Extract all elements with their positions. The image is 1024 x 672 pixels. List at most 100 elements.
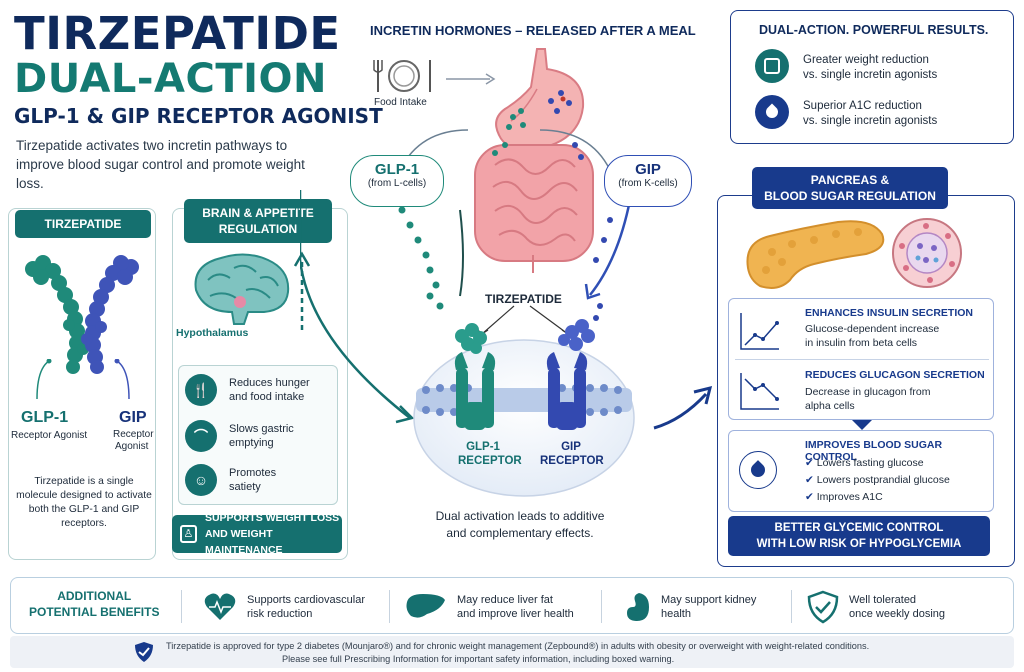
- benefit-item: Well tolerated once weekly dosing: [807, 578, 945, 635]
- hormone-paths: [300, 129, 632, 424]
- check-icon: ✔: [805, 457, 814, 469]
- blood-drop-icon: [739, 451, 777, 489]
- dual-action-results-box: DUAL-ACTION. POWERFUL RESULTS. Greater w…: [730, 10, 1014, 144]
- effect-text: emptying: [229, 437, 274, 449]
- plate-icon: [373, 60, 431, 92]
- effect-text: Slows gastric: [229, 423, 294, 435]
- digestive-tract-illustration: [474, 48, 594, 273]
- tirzepatide-header: TIRZEPATIDE: [15, 210, 151, 238]
- glycemic-line2: WITH LOW RISK OF HYPOGLYCEMIA: [756, 538, 962, 550]
- glucagon-line2: alpha cells: [805, 400, 855, 412]
- insulin-title: ENHANCES INSULIN SECRETION: [805, 307, 974, 319]
- effect-row: ☺ Promotes satiety: [185, 464, 276, 496]
- benefit-line1: Supports cardiovascular: [247, 593, 366, 606]
- gip-hormone-badge: GIP (from K-cells): [604, 155, 692, 207]
- sub-title-2: GLP-1 & GIP RECEPTOR AGONIST: [14, 104, 383, 128]
- arrow-right-icon: [446, 73, 496, 85]
- liver-icon: [406, 593, 445, 618]
- gip-hormone-title: GIP: [635, 161, 661, 178]
- appetite-effects-box: 🍴 Reduces hunger and food intake ⌒ Slows…: [178, 365, 338, 505]
- control-item: ✔ Lowers postprandial glucose: [805, 472, 950, 489]
- stomach-icon: ⌒: [185, 420, 217, 452]
- arrow-to-pancreas-icon: [653, 385, 713, 430]
- glucagon-text: Decrease in glucagon from alpha cells: [805, 385, 930, 413]
- chart-down-icon: [740, 373, 779, 410]
- brain-icon: [194, 253, 290, 325]
- effect-text: Promotes: [229, 467, 277, 479]
- center-header: INCRETIN HORMONES – RELEASED AFTER A MEA…: [370, 23, 696, 38]
- check-icon: ✔: [805, 491, 814, 503]
- control-item-text: Improves A1C: [816, 491, 883, 503]
- dual-item-weight: Greater weight reduction vs. single incr…: [803, 53, 937, 83]
- arrow-up-icon: [293, 251, 311, 330]
- glp1-agonist-sub: Receptor Agonist: [11, 430, 88, 441]
- benefits-title-line2: POTENTIAL BENEFITS: [29, 605, 160, 619]
- brain-header-line1: BRAIN & APPETITE: [202, 206, 314, 220]
- intro-text: Tirzepatide activates two incretin pathw…: [16, 138, 305, 191]
- triangle-down-icon: [852, 420, 872, 430]
- gip-agonist-title: GIP: [119, 409, 147, 426]
- brain-header: BRAIN & APPETITE REGULATION: [184, 199, 332, 243]
- gip-agonist-sub2: Agonist: [115, 441, 149, 452]
- cell-membrane-illustration: [413, 319, 635, 497]
- tirzepatide-label: TIRZEPATIDE: [485, 292, 562, 306]
- footer-disclaimer: Tirzepatide is approved for type 2 diabe…: [10, 636, 1014, 668]
- dual-item-line1: Greater weight reduction: [803, 54, 929, 66]
- benefit-line2: health: [661, 607, 691, 620]
- control-item-text: Lowers fasting glucose: [816, 457, 924, 469]
- molecule-icon: [25, 255, 139, 374]
- effect-text: Reduces hunger: [229, 377, 310, 389]
- insulin-line1: Glucose-dependent increase: [805, 323, 940, 335]
- check-icon: ✔: [805, 474, 814, 486]
- benefit-line2: risk reduction: [247, 607, 313, 620]
- hypothalamus-label: Hypothalamus: [176, 327, 249, 339]
- weight-support-banner: ♙ SUPPORTS WEIGHT LOSS AND WEIGHT MAINTE…: [172, 512, 342, 556]
- glp1-receptor-label: GLP-1 RECEPTOR: [458, 440, 522, 468]
- weight-support-line2: AND WEIGHT MAINTENANCE: [204, 528, 283, 556]
- glp1-agonist-title: GLP-1: [21, 409, 69, 426]
- dual-item-line2: vs. single incretin agonists: [803, 115, 938, 127]
- gip-receptor-line2: RECEPTOR: [540, 455, 604, 467]
- insulin-line2: in insulin from beta cells: [805, 337, 918, 349]
- food-intake-label: Food Intake: [374, 97, 427, 108]
- gip-hormone-sub: (from K-cells): [618, 178, 678, 189]
- benefit-item: May support kidney health: [623, 578, 756, 635]
- dual-activation-line2: and complementary effects.: [446, 526, 594, 540]
- islet-cells-icon: [892, 218, 962, 288]
- footer-line2: Please see full Prescribing Information …: [282, 654, 675, 664]
- glucagon-title: REDUCES GLUCAGON SECRETION: [805, 369, 985, 381]
- fork-knife-down-icon: 🍴: [185, 374, 217, 406]
- insulin-text: Glucose-dependent increase in insulin fr…: [805, 322, 939, 350]
- benefit-item: Supports cardiovascular risk reduction: [203, 578, 365, 635]
- glycemic-control-banner: BETTER GLYCEMIC CONTROL WITH LOW RISK OF…: [728, 516, 990, 556]
- person-icon: ☺: [185, 464, 217, 496]
- tirzepatide-panel: TIRZEPATIDE GLP-1 Receptor Agonist GIP R…: [8, 208, 156, 560]
- control-list: ✔ Lowers fasting glucose ✔ Lowers postpr…: [805, 455, 950, 506]
- molecule-description: Tirzepatide is a single molecule designe…: [16, 476, 152, 529]
- molecule-callout-lines: [36, 359, 130, 400]
- control-item-text: Lowers postprandial glucose: [816, 474, 950, 486]
- footer-line1: Tirzepatide is approved for type 2 diabe…: [166, 641, 870, 651]
- dual-item-a1c: Superior A1C reduction vs. single incret…: [803, 99, 937, 129]
- pancreas-header-line1: PANCREAS &: [810, 173, 890, 187]
- shield-check-icon: [807, 590, 839, 623]
- dual-activation-text: Dual activation leads to additive and co…: [420, 508, 620, 542]
- control-item: ✔ Improves A1C: [805, 489, 950, 506]
- glp1-hormone-sub: (from L-cells): [367, 178, 427, 189]
- benefit-line1: Well tolerated: [849, 593, 917, 606]
- weight-support-line1: SUPPORTS WEIGHT LOSS: [204, 512, 340, 524]
- shield-check-small-icon: [135, 642, 153, 662]
- glucagon-line1: Decrease in glucagon from: [805, 386, 931, 398]
- glp1-receptor-line1: GLP-1: [466, 441, 500, 453]
- benefit-line2: and improve liver health: [457, 607, 574, 620]
- control-title: IMPROVES BLOOD SUGAR CONTROL: [805, 439, 943, 463]
- heart-icon: [204, 593, 236, 620]
- chart-up-icon: [740, 313, 779, 350]
- benefit-item: May reduce liver fat and improve liver h…: [405, 578, 574, 635]
- pancreas-icon: [746, 220, 885, 289]
- dual-activation-line1: Dual activation leads to additive: [435, 509, 605, 523]
- glp1-hormone-badge: GLP-1 (from L-cells): [350, 155, 444, 207]
- dual-box-header: DUAL-ACTION. POWERFUL RESULTS.: [759, 23, 989, 37]
- brain-header-line2: REGULATION: [218, 222, 298, 236]
- benefit-line1: May reduce liver fat: [457, 593, 553, 606]
